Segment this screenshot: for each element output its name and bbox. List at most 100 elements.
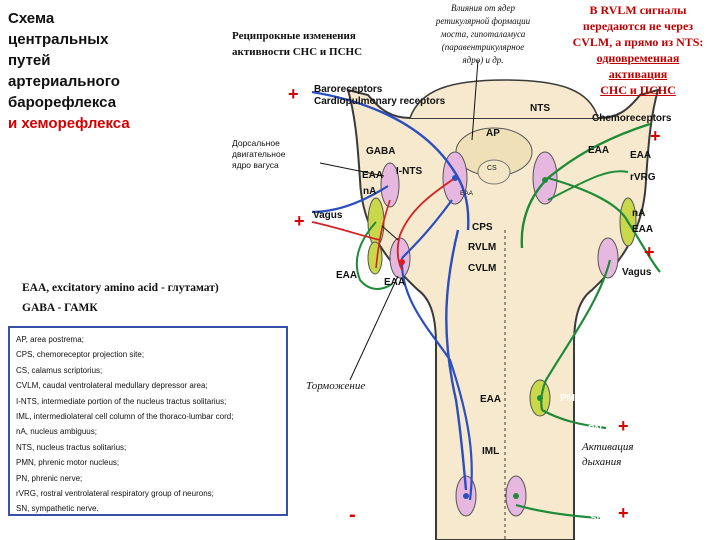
reciprocal-line: Реципрокные изменения: [232, 30, 356, 42]
green-right-pathway: [547, 176, 661, 273]
plus-sign: +: [618, 416, 629, 436]
rvlm-note-line: CVLM, а прямо из NTS:: [572, 35, 704, 49]
label-nts: NTS: [530, 103, 550, 114]
cs-region: [477, 159, 511, 185]
label-eaa-right: EAA: [588, 145, 610, 156]
legend-item: NTS, nucleus tractus solitarius;: [16, 442, 127, 452]
dorsal-motor-line: Дорсальное: [232, 138, 280, 148]
influence-line: (паравентрикулярное: [441, 42, 525, 52]
rvlm-note-line: СНС и ПСНС: [600, 83, 676, 97]
synapse-dot: [513, 493, 519, 499]
label-dorsal-motor: Дорсальное двигательное ядро вагуса: [232, 138, 285, 171]
dmv-nucleus: [380, 162, 400, 208]
cvlm-left-nucleus: [389, 237, 411, 279]
label-sn-right: SN: [590, 513, 604, 524]
plus-sign: +: [618, 503, 629, 523]
title-line: барорефлекса: [8, 94, 117, 111]
label-i-nts: I-NTS: [396, 166, 423, 177]
label-ap: AP: [486, 128, 500, 139]
influence-line: моста, гипоталамуса: [440, 29, 526, 39]
label-baroreceptors: Baroreceptors: [314, 84, 383, 95]
legend-item: PMN, phrenic motor nucleus;: [16, 458, 120, 468]
green-left-loop: [355, 221, 393, 290]
rvlm-note: В RVLM сигналы передаются не через CVLM,…: [556, 2, 720, 98]
label-iml: IML: [482, 446, 500, 457]
blue-rvlm-to-iml: [400, 257, 473, 501]
legend-item: nA, nucleus ambiguus;: [16, 427, 97, 437]
label-pn: PN: [588, 424, 602, 435]
label-cs: CS: [487, 165, 497, 172]
title-line-red: и хеморефлекса: [8, 115, 130, 132]
red-nts-pathway: [396, 177, 456, 271]
abbreviation-notes: EAA, excitatory amino acid - глутамат) G…: [22, 278, 219, 318]
pointer-influence: [471, 59, 479, 141]
synapse-dot: [452, 175, 458, 181]
dorsal-bulge: [409, 79, 599, 119]
legend-item: PN, phrenic nerve;: [16, 473, 83, 483]
reciprocal-note: Реципрокные изменения активности СНС и П…: [232, 28, 392, 60]
label-eaa-right-low: EAA: [632, 224, 654, 235]
abbr-eaa: EAA, excitatory amino acid - глутамат): [22, 282, 219, 294]
label-eaa-far-right: EAA: [630, 150, 652, 161]
rvlm-note-line: одновременная: [596, 51, 680, 65]
green-left-low: [367, 241, 383, 275]
activation-line: дыхания: [582, 456, 622, 468]
legend-item: AP, area postrema;: [16, 335, 84, 344]
legend-item: CVLM, caudal ventrolateral medullary dep…: [16, 381, 208, 391]
label-rvrg: rVRG: [630, 172, 656, 183]
label-cps: CPS: [472, 222, 493, 233]
label-eaa-left: EAA: [362, 170, 384, 181]
label-chemoreceptors: Chemoreceptors: [592, 113, 672, 124]
influence-line: ретикулярной формации: [435, 16, 531, 26]
title-line: центральных: [8, 31, 109, 48]
reciprocal-line: активности СНС и ПСНС: [232, 46, 363, 58]
blue-left-vagus: [311, 185, 389, 214]
label-eaa-cvlm-right: EAA: [384, 277, 406, 288]
legend-item: CPS, chemoreceptor projection site;: [16, 350, 145, 360]
label-gaba: GABA: [366, 146, 396, 157]
influence-line: Влияния от ядер: [450, 3, 516, 13]
rvlm-note-line: передаются не через: [582, 19, 694, 33]
legend-item: CS, calamus scriptorius;: [16, 365, 103, 375]
label-eaa-cvlm-left: EAA: [336, 270, 358, 281]
green-pn-out: [541, 409, 607, 430]
blue-baro-pathway: [311, 90, 470, 231]
label-activation: Активация дыхания: [582, 440, 633, 470]
label-eaa-small: EAA: [460, 190, 474, 197]
label-na-right: nA: [632, 208, 646, 219]
label-vagus-left: Vagus: [313, 210, 343, 221]
pointer-gaba: [381, 225, 399, 241]
label-vagus-right: Vagus: [622, 267, 652, 278]
minus-sign: -: [349, 504, 356, 526]
title-line: Схема: [8, 10, 55, 27]
label-sn-left: SN: [368, 512, 382, 523]
influence-line: ядро) и др.: [462, 55, 504, 65]
synapse-dot: [463, 493, 469, 499]
activation-line: Активация: [582, 441, 634, 453]
label-cardiopulmonary: Cardiopulmonary receptors: [314, 96, 446, 107]
pointer-dmv: [319, 162, 385, 177]
abbr-gaba: GABA - ГАМК: [22, 302, 98, 314]
green-sn-out: [515, 503, 601, 520]
brainstem-outline: [346, 88, 660, 540]
legend-box: AP, area postrema; CPS, chemoreceptor pr…: [8, 326, 288, 516]
legend-item: rVRG, rostral ventrolateral respiratory …: [16, 489, 214, 499]
rvlm-note-line: активация: [608, 67, 668, 81]
label-na-left: nA: [363, 186, 377, 197]
label-cvlm: CVLM: [468, 263, 497, 274]
label-rvlm: RVLM: [468, 242, 497, 253]
blue-descending-pathway: [445, 229, 468, 491]
legend-item: IML, intermediolateral cell column of th…: [16, 412, 234, 422]
dorsal-motor-line: ядро вагуса: [232, 160, 279, 170]
label-eaa-cord: EAA: [480, 394, 502, 405]
diagram-title: Схема центральных путей артериального ба…: [8, 8, 188, 134]
synapse-dot: [537, 395, 543, 401]
title-line: артериального: [8, 73, 120, 90]
cvlm-right-nucleus: [597, 237, 619, 279]
dorsal-motor-line: двигательное: [232, 149, 286, 159]
pointer-inhibition: [349, 275, 399, 381]
blue-to-cvlm: [401, 199, 453, 259]
plus-sign: +: [650, 126, 661, 146]
synapse-dot: [542, 177, 548, 183]
